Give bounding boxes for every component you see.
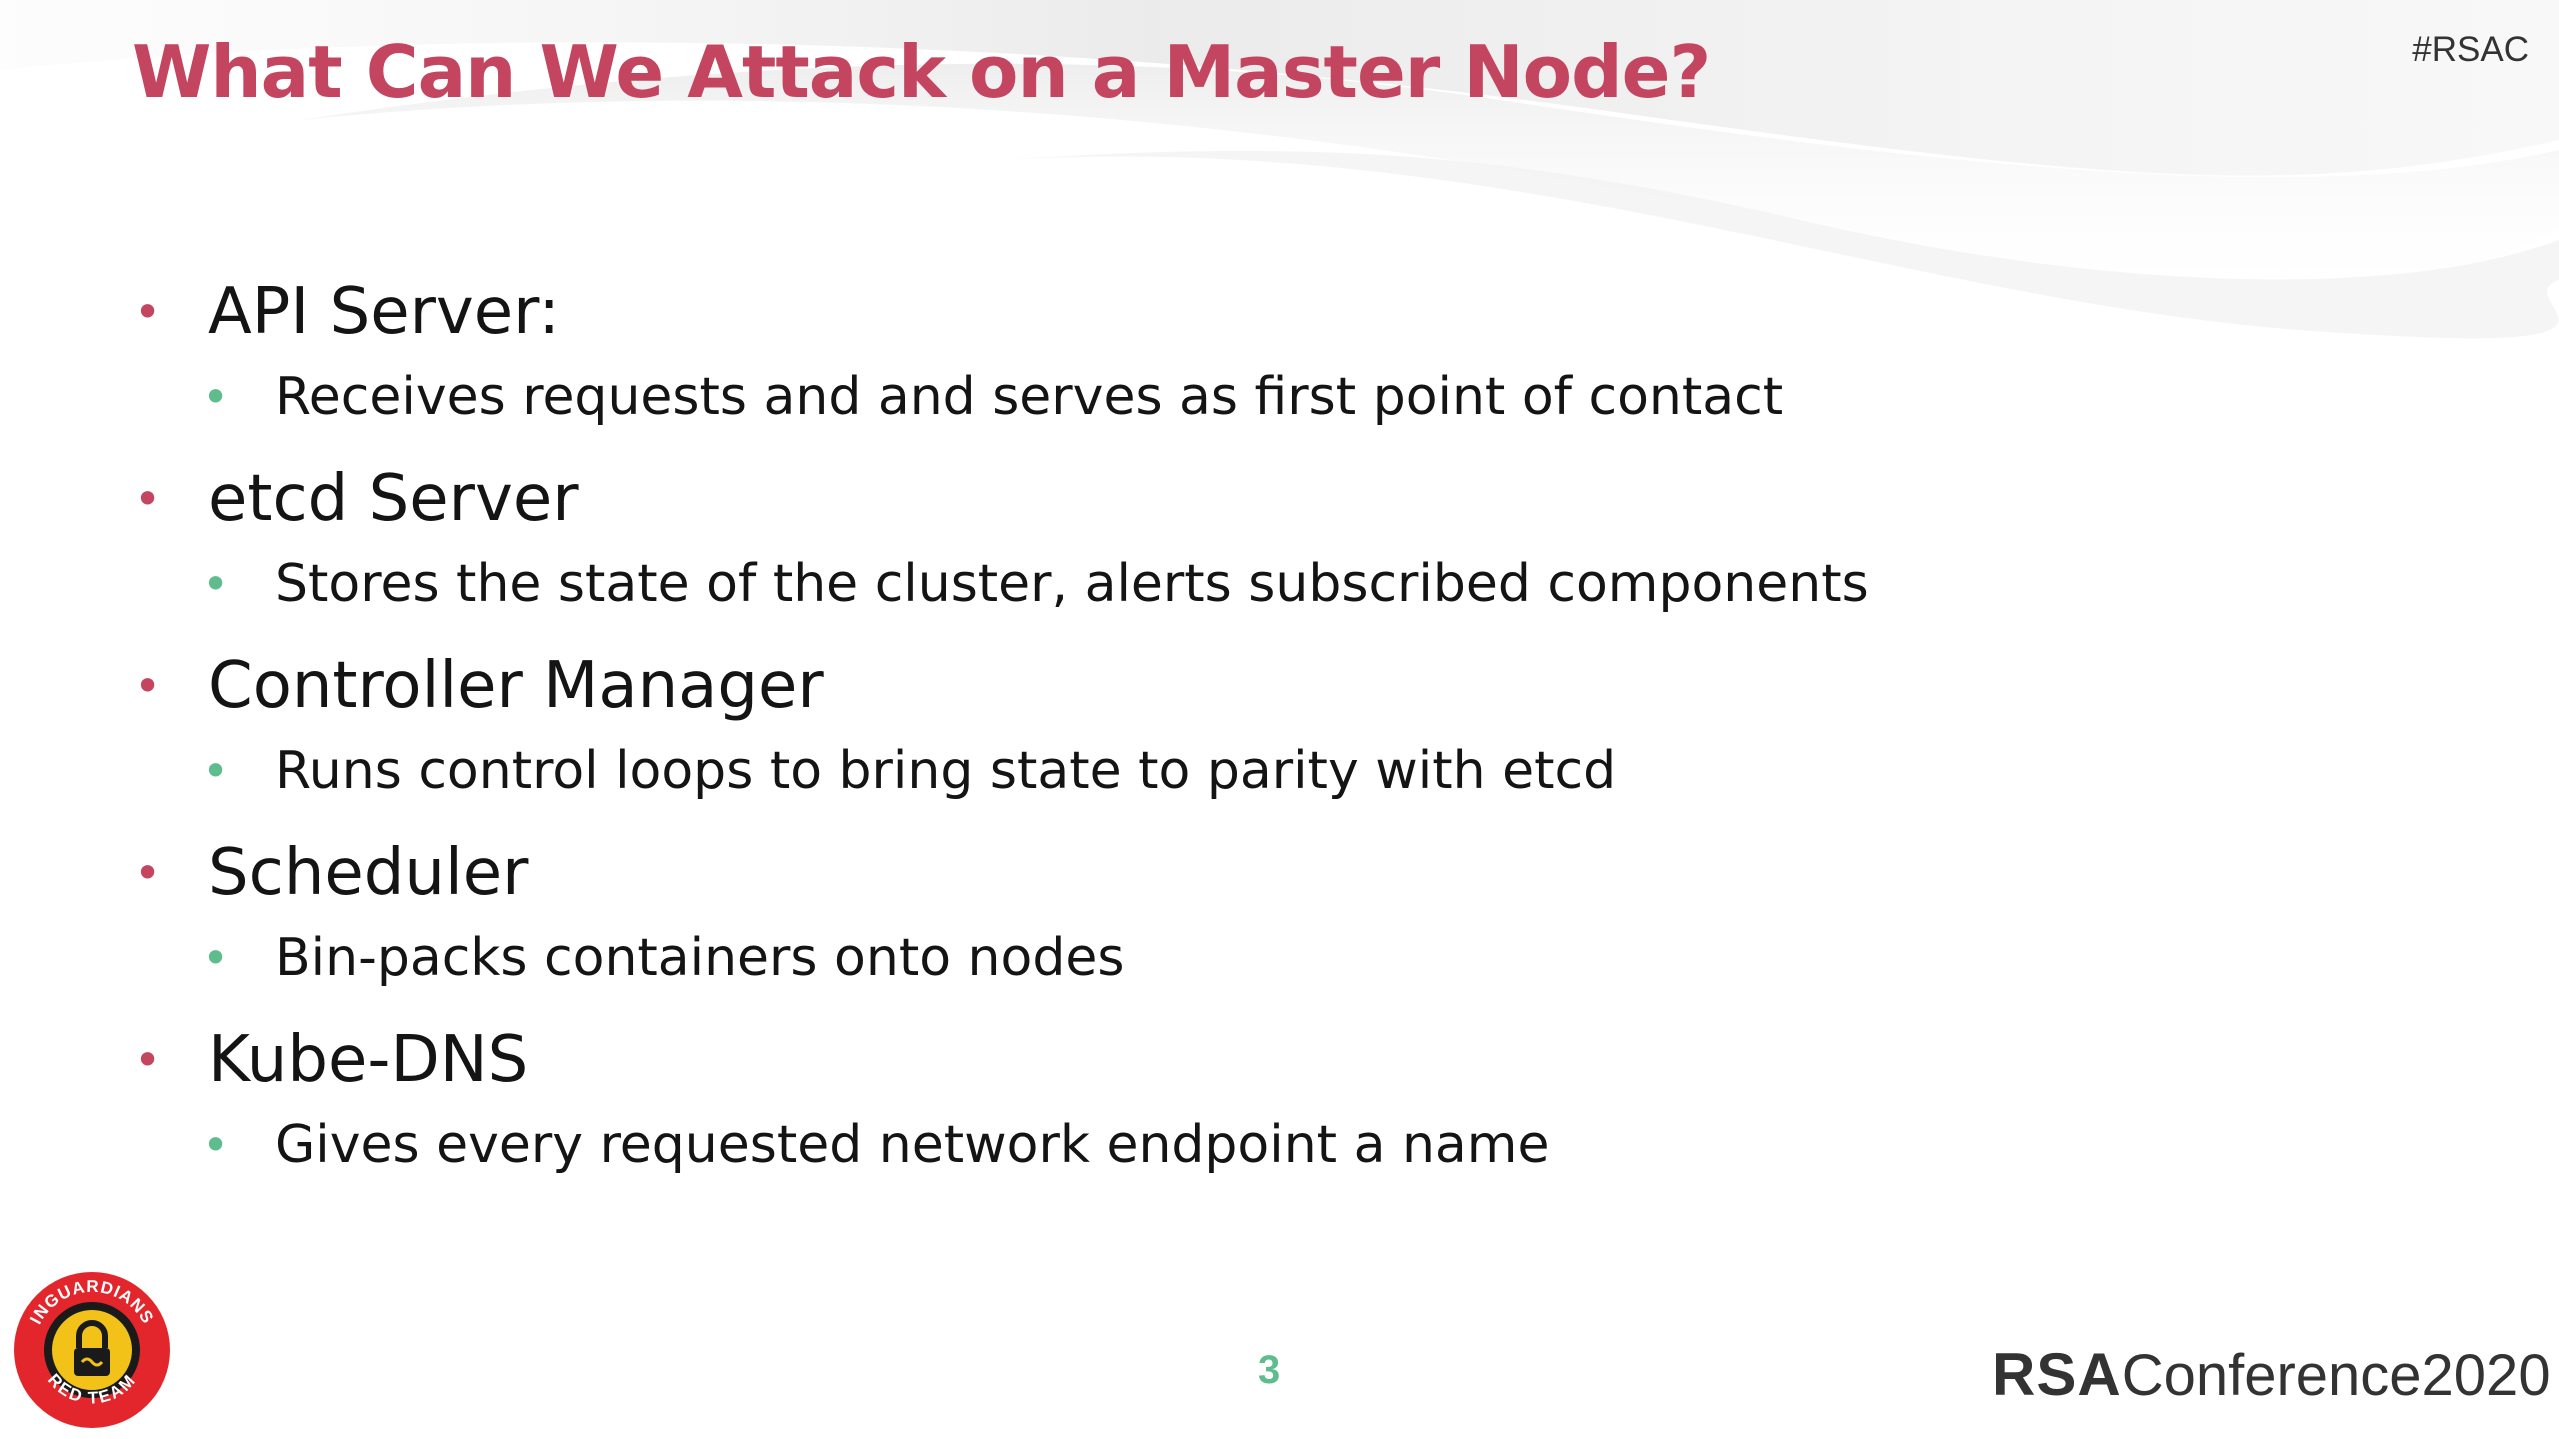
bullet-item: • etcd Server [0, 449, 2400, 549]
bullet-list: • API Server: • Receives requests and an… [0, 262, 2400, 1197]
bullet-dot-icon: • [134, 846, 162, 900]
bullet-dot-icon: • [134, 659, 162, 713]
sub-bullet-text: Stores the state of the cluster, alerts … [275, 554, 1869, 614]
page-number: 3 [1258, 1348, 1281, 1392]
slide-title: What Can We Attack on a Master Node? [132, 30, 1711, 114]
rsac-hashtag: #RSAC [2412, 30, 2529, 69]
bullet-label: Controller Manager [208, 649, 824, 723]
sub-bullet-text: Runs control loops to bring state to par… [275, 741, 1617, 801]
bullet-item: • Kube-DNS [0, 1010, 2400, 1110]
inguardians-red-team-badge-icon: INGUARDIANS RED TEAM [14, 1272, 170, 1428]
sub-bullet-dot-icon: • [202, 931, 230, 985]
sub-bullet-dot-icon: • [202, 370, 230, 424]
bullet-label: Scheduler [208, 836, 529, 910]
header-swoosh-background [0, 0, 2559, 339]
sub-bullet-text: Bin-packs containers onto nodes [275, 928, 1125, 988]
bullet-item: • API Server: [0, 262, 2400, 362]
sub-bullet-dot-icon: • [202, 744, 230, 798]
bullet-label: Kube-DNS [208, 1023, 529, 1097]
sub-bullet-item: • Runs control loops to bring state to p… [0, 736, 2400, 823]
sub-bullet-item: • Gives every requested network endpoint… [0, 1110, 2400, 1197]
bullet-dot-icon: • [134, 472, 162, 526]
sub-bullet-item: • Stores the state of the cluster, alert… [0, 549, 2400, 636]
sub-bullet-dot-icon: • [202, 1118, 230, 1172]
bullet-dot-icon: • [134, 285, 162, 339]
bullet-item: • Scheduler [0, 823, 2400, 923]
bullet-dot-icon: • [134, 1033, 162, 1087]
bullet-label: etcd Server [208, 462, 579, 536]
rsa-logo-mark: RSA [1992, 1341, 2122, 1408]
sub-bullet-text: Receives requests and and serves as firs… [275, 367, 1784, 427]
rsa-conference-logo: RSAConference2020 [1992, 1340, 2551, 1410]
bullet-item: • Controller Manager [0, 636, 2400, 736]
sub-bullet-item: • Bin-packs containers onto nodes [0, 923, 2400, 1010]
sub-bullet-text: Gives every requested network endpoint a… [275, 1115, 1550, 1175]
bullet-label: API Server: [208, 275, 560, 349]
rsa-logo-text: Conference2020 [2121, 1343, 2551, 1408]
sub-bullet-dot-icon: • [202, 557, 230, 611]
sub-bullet-item: • Receives requests and and serves as fi… [0, 362, 2400, 449]
